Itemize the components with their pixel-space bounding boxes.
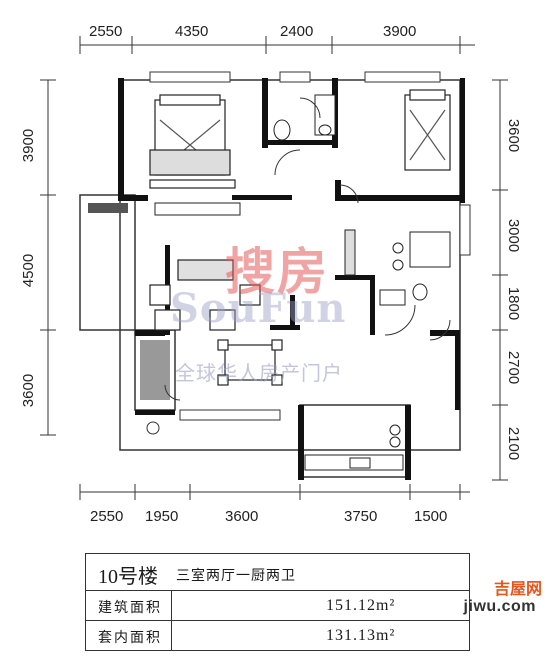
dim-right-5: 2100: [505, 426, 523, 461]
dim-top-2: 4350: [175, 23, 209, 40]
building-number: 10号楼: [98, 566, 158, 588]
dim-right-1: 3600: [505, 118, 523, 153]
dim-bottom-4: 3750: [344, 508, 378, 525]
dim-left-3: 3600: [20, 373, 38, 408]
building-area-label: 建筑面积: [98, 599, 162, 615]
dim-left-2: 4500: [20, 253, 38, 288]
windows: [149, 71, 471, 421]
dim-right-2: 3000: [505, 218, 523, 253]
sofa-set: [149, 259, 261, 331]
layout-type: 三室两厅一厨两卫: [176, 567, 296, 583]
dim-bottom-3: 3600: [225, 508, 259, 525]
dim-left-1: 3900: [20, 128, 38, 163]
inner-area-value: 131.13m²: [326, 627, 396, 644]
kitchen-counter: [304, 424, 404, 471]
balcony-plants: [88, 203, 170, 435]
bathroom-fixtures: [273, 94, 428, 306]
info-row-divider-2: [86, 620, 469, 621]
inner-area-label: 套内面积: [98, 629, 162, 645]
watermark-logo: 搜房: [225, 242, 329, 301]
study-desk: [344, 229, 451, 276]
info-column-divider: [171, 590, 172, 650]
corner-brand-url: jiwu.com: [463, 598, 536, 615]
dim-bottom-1: 2550: [90, 508, 124, 525]
dining-table: [217, 339, 283, 386]
walls: [118, 78, 465, 480]
second-bed: [404, 89, 451, 171]
dim-bottom-5: 1500: [414, 508, 448, 525]
dim-top-3: 2400: [280, 23, 314, 40]
watermark-english: SouFun: [170, 285, 347, 332]
master-bed: [149, 94, 236, 189]
corner-brand-logo: 吉屋网: [493, 581, 542, 598]
door-swings: [164, 97, 451, 401]
dim-top-1: 2550: [89, 23, 123, 40]
info-row-divider-1: [86, 590, 469, 591]
dim-bottom-2: 1950: [145, 508, 179, 525]
watermark-subtitle: 全球华人房产门户: [175, 361, 343, 385]
info-table: 10号楼 三室两厅一厨两卫 建筑面积 151.12m² 套内面积 131.13m…: [85, 553, 470, 651]
dim-right-4: 2700: [505, 350, 523, 385]
building-area-value: 151.12m²: [326, 597, 396, 614]
dim-top-4: 3900: [383, 23, 417, 40]
dimension-lines: [40, 36, 508, 500]
dim-right-3: 1800: [505, 286, 523, 321]
tv-cabinet: [154, 202, 241, 216]
